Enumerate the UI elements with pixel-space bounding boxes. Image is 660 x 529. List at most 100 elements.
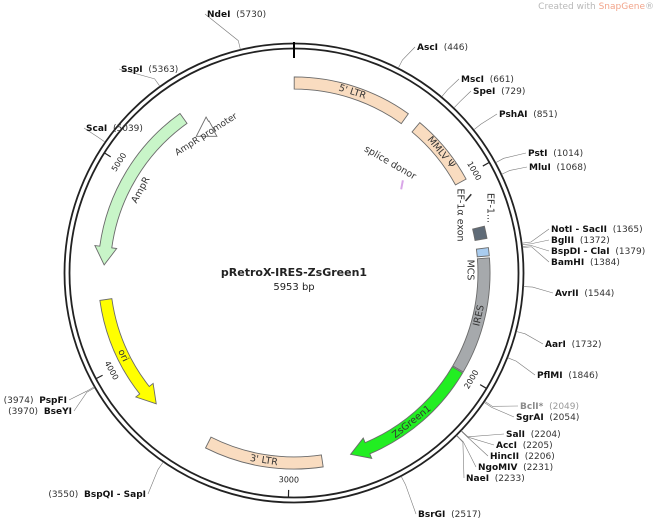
feature-efexon[interactable] xyxy=(473,226,487,240)
feature-label-zsgreen: ZsGreen1 xyxy=(390,403,433,440)
restriction-site[interactable]: PstI (1014) xyxy=(528,149,583,159)
restriction-site[interactable]: (3974) PspFI xyxy=(4,396,67,406)
site-position: (851) xyxy=(533,110,557,120)
site-name: SspI xyxy=(121,65,143,75)
site-position: (2233) xyxy=(495,474,525,484)
site-name: MscI xyxy=(461,75,484,85)
site-position: (3970) xyxy=(8,407,38,417)
restriction-site[interactable]: NdeI (5730) xyxy=(207,10,266,20)
restriction-site[interactable]: BamHI (1384) xyxy=(551,258,620,268)
site-position: (2205) xyxy=(523,441,553,451)
site-leader-line xyxy=(69,387,94,400)
site-leader-line xyxy=(74,388,95,411)
restriction-site[interactable]: SpeI (729) xyxy=(473,87,525,97)
site-position: (2204) xyxy=(531,430,561,440)
site-position: (1379) xyxy=(615,247,645,257)
site-position: (1384) xyxy=(590,258,620,268)
restriction-site[interactable]: BspDI - ClaI (1379) xyxy=(551,247,645,257)
feature-ori[interactable] xyxy=(100,299,156,404)
restriction-site[interactable]: NaeI (2233) xyxy=(466,474,525,484)
site-leader-line xyxy=(516,332,543,344)
site-name: BspQI - SapI xyxy=(84,490,146,500)
site-name: NaeI xyxy=(466,474,489,484)
site-name: NdeI xyxy=(207,10,230,20)
site-name: BspDI - ClaI xyxy=(551,247,610,257)
site-leader-line xyxy=(457,435,476,467)
site-leader-line xyxy=(485,401,518,406)
site-leader-line xyxy=(398,47,415,68)
site-position: (1372) xyxy=(580,236,610,246)
feature-ltr5[interactable] xyxy=(294,77,408,124)
feature-label-ltr5: 5' LTR xyxy=(337,83,367,102)
plasmid-name: pRetroX-IRES-ZsGreen1 xyxy=(221,266,367,279)
tick-label: 5000 xyxy=(110,151,129,173)
site-leader-line xyxy=(502,167,527,174)
site-leader-line xyxy=(401,476,416,514)
site-leader-line xyxy=(524,287,553,293)
site-position: (2206) xyxy=(525,452,555,462)
site-leader-line xyxy=(457,436,464,478)
splice-donor-mark xyxy=(401,180,403,189)
restriction-site[interactable]: SalI (2204) xyxy=(506,430,561,440)
restriction-site[interactable]: BclI* (2049) xyxy=(520,402,579,412)
feature-label-ires: IRES xyxy=(471,304,487,327)
splice-donor-label: splice donor xyxy=(362,144,418,183)
restriction-site[interactable]: AarI (1732) xyxy=(545,340,602,350)
restriction-site[interactable]: ScaI (5039) xyxy=(86,124,143,134)
site-name: MluI xyxy=(529,163,551,173)
site-name: AscI xyxy=(417,43,438,53)
site-name: NgoMIV xyxy=(478,463,517,473)
site-position: (3550) xyxy=(48,490,78,500)
site-name: PstI xyxy=(528,149,547,159)
restriction-site[interactable]: PflMI (1846) xyxy=(537,371,598,381)
tick-mark xyxy=(483,163,489,166)
site-position: (3974) xyxy=(4,396,34,406)
site-position: (2517) xyxy=(451,510,481,520)
restriction-site[interactable]: AccI (2205) xyxy=(496,441,553,451)
site-name: SpeI xyxy=(473,87,495,97)
restriction-site[interactable]: AvrII (1544) xyxy=(555,289,614,299)
restriction-site[interactable]: NgoMIV (2231) xyxy=(478,463,553,473)
site-position: (1732) xyxy=(572,340,602,350)
restriction-site[interactable]: BglII (1372) xyxy=(551,236,610,246)
restriction-site[interactable]: (3970) BseYI xyxy=(8,407,72,417)
site-leader-line xyxy=(461,431,488,456)
site-leader-line xyxy=(496,153,526,163)
restriction-site[interactable]: HincII (2206) xyxy=(490,452,555,462)
restriction-site[interactable]: MluI (1068) xyxy=(529,163,586,173)
restriction-site[interactable]: NotI - SacII (1365) xyxy=(551,225,643,235)
restriction-site[interactable]: SspI (5363) xyxy=(121,65,178,75)
restriction-site[interactable]: BsrGI (2517) xyxy=(418,510,481,520)
site-position: (2054) xyxy=(549,413,579,423)
site-name: BglII xyxy=(551,236,574,246)
site-leader-line xyxy=(454,91,471,108)
tick-label: 3000 xyxy=(279,475,300,485)
site-leader-line xyxy=(461,431,494,445)
site-position: (2231) xyxy=(523,463,553,473)
site-leader-line xyxy=(484,402,514,417)
watermark-mark: ® xyxy=(645,2,654,12)
site-name: AvrII xyxy=(555,289,579,299)
site-position: (661) xyxy=(490,75,514,85)
watermark-prefix: Created with xyxy=(538,2,598,12)
restriction-site[interactable]: SgrAI (2054) xyxy=(516,413,579,423)
plasmid-length: 5953 bp xyxy=(273,282,314,293)
restriction-site[interactable]: (3550) BspQI - SapI xyxy=(48,490,146,500)
restriction-site[interactable]: PshAI (851) xyxy=(499,110,557,120)
site-leader-line xyxy=(508,358,535,375)
site-name: SalI xyxy=(506,430,525,440)
site-name: AccI xyxy=(496,441,517,451)
tick-mark xyxy=(96,375,102,378)
tick-label: 4000 xyxy=(103,359,121,381)
tick-mark xyxy=(480,385,486,389)
site-position: (1068) xyxy=(557,163,587,173)
restriction-site[interactable]: MscI (661) xyxy=(461,75,514,85)
site-name: HincII xyxy=(490,452,519,462)
feature-label-ltr3: 3' LTR xyxy=(249,453,279,468)
site-name: AarI xyxy=(545,340,566,350)
feature-mcs[interactable] xyxy=(476,248,489,257)
tick-mark xyxy=(105,153,111,157)
restriction-site[interactable]: AscI (446) xyxy=(417,43,468,53)
site-position: (5730) xyxy=(236,10,266,20)
